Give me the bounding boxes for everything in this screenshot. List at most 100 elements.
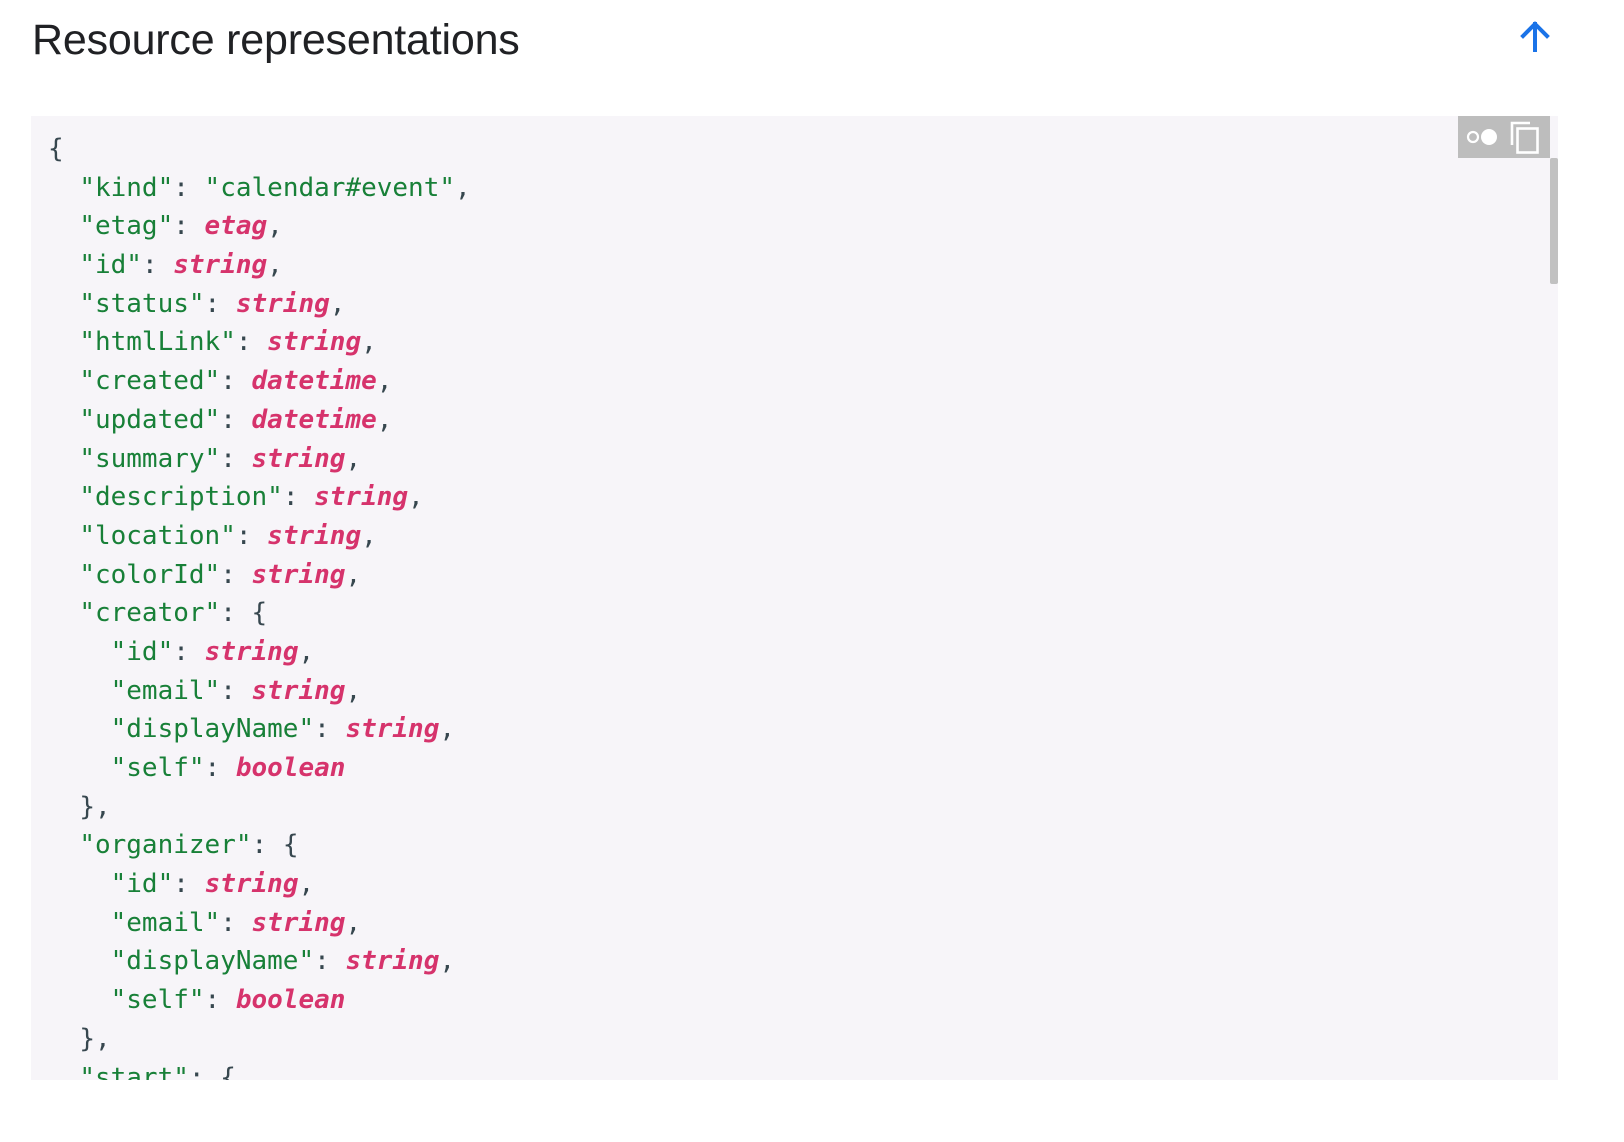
scrollbar-thumb[interactable] <box>1550 158 1558 284</box>
json-type-placeholder: boolean <box>235 753 346 783</box>
json-key: "self" <box>110 753 205 783</box>
json-colon: : <box>220 404 252 435</box>
json-key: "description" <box>79 482 283 513</box>
json-type-placeholder: string <box>235 288 330 319</box>
json-colon: : <box>220 559 252 590</box>
json-type-placeholder: datetime <box>251 404 377 435</box>
json-key: "kind" <box>79 172 174 203</box>
code-line: "updated": datetime, <box>48 401 1558 440</box>
json-type-placeholder: string <box>314 482 409 513</box>
json-comma: , <box>345 559 362 590</box>
json-key: "start" <box>79 1062 189 1081</box>
json-key: "id" <box>110 869 174 900</box>
json-key: "summary" <box>79 443 221 474</box>
page-title: Resource representations <box>32 16 520 64</box>
code-line: "created": datetime, <box>48 362 1558 401</box>
json-type-placeholder: string <box>204 869 299 900</box>
json-colon: : <box>282 482 315 513</box>
json-type-placeholder: string <box>251 907 346 938</box>
json-type-placeholder: string <box>251 675 346 706</box>
json-open-brace: { <box>220 1062 236 1081</box>
json-comma: , <box>267 211 283 242</box>
json-brace: }, <box>79 791 111 822</box>
json-colon: : <box>173 172 205 203</box>
code-line: "id": string, <box>48 246 1558 285</box>
code-line: "description": string, <box>48 478 1558 517</box>
json-comma: , <box>267 250 283 281</box>
code-line: "self": boolean <box>48 981 1558 1020</box>
code-line: "displayName": string, <box>48 942 1558 981</box>
json-open-brace: { <box>251 598 268 629</box>
json-colon: : <box>141 250 174 281</box>
code-block[interactable]: { "kind": "calendar#event", "etag": etag… <box>31 116 1558 1080</box>
code-line: "start": { <box>48 1059 1558 1081</box>
json-colon: : <box>220 675 252 706</box>
json-colon: : <box>188 1062 221 1081</box>
json-key: "updated" <box>79 404 221 435</box>
json-comma: , <box>439 714 456 745</box>
json-comma: , <box>345 675 362 706</box>
json-comma: , <box>298 869 315 900</box>
code-line: "email": string, <box>48 672 1558 711</box>
json-colon: : <box>220 907 252 938</box>
code-line: "location": string, <box>48 517 1558 556</box>
json-key: "email" <box>110 675 221 706</box>
json-colon: : <box>204 985 236 1016</box>
code-line: "displayName": string, <box>48 710 1558 749</box>
json-key: "location" <box>79 520 236 551</box>
json-comma: , <box>361 520 377 551</box>
json-comma: , <box>345 907 362 938</box>
copy-icon[interactable] <box>1505 119 1545 155</box>
json-type-placeholder: datetime <box>251 366 377 397</box>
json-key: "colorId" <box>79 559 221 590</box>
json-key: "displayName" <box>110 946 315 977</box>
json-key: "displayName" <box>110 714 315 745</box>
json-comma: , <box>408 482 424 513</box>
code-line: "summary": string, <box>48 440 1558 479</box>
json-string-value: "calendar#event" <box>204 172 455 203</box>
json-colon: : <box>314 946 346 977</box>
code-line: "kind": "calendar#event", <box>48 169 1558 208</box>
code-line: "email": string, <box>48 904 1558 943</box>
code-line: }, <box>48 788 1558 827</box>
json-type-placeholder: string <box>251 559 346 590</box>
json-type-placeholder: string <box>204 636 299 667</box>
arrow-upward-icon[interactable] <box>1514 16 1556 58</box>
code-listing: { "kind": "calendar#event", "etag": etag… <box>31 116 1558 1080</box>
json-key: "etag" <box>79 211 174 242</box>
code-line: "id": string, <box>48 633 1558 672</box>
json-key: "organizer" <box>79 830 252 861</box>
json-comma: , <box>329 288 346 319</box>
json-type-placeholder: string <box>345 714 440 745</box>
json-key: "id" <box>79 250 142 281</box>
json-colon: : <box>173 636 205 667</box>
json-colon: : <box>235 520 268 551</box>
json-colon: : <box>204 288 236 319</box>
json-type-placeholder: string <box>173 250 268 281</box>
dark-mode-toggle-icon[interactable] <box>1463 119 1503 155</box>
json-colon: : <box>220 366 252 397</box>
code-line: "id": string, <box>48 865 1558 904</box>
json-comma: , <box>376 366 393 397</box>
json-type-placeholder: etag <box>204 211 268 242</box>
code-line: "htmlLink": string, <box>48 323 1558 362</box>
code-line: { <box>48 130 1558 169</box>
json-colon: : <box>173 211 205 242</box>
scrollbar[interactable] <box>1550 158 1558 1080</box>
json-colon: : <box>251 830 283 861</box>
json-colon: : <box>220 598 252 629</box>
json-brace: }, <box>79 1023 111 1054</box>
json-key: "htmlLink" <box>79 327 236 358</box>
json-type-placeholder: string <box>251 443 346 474</box>
json-key: "creator" <box>79 598 221 629</box>
code-line: "colorId": string, <box>48 556 1558 595</box>
code-toolbar <box>1458 116 1550 158</box>
code-line: }, <box>48 1020 1558 1059</box>
json-comma: , <box>455 172 471 203</box>
json-type-placeholder: string <box>267 520 362 551</box>
json-colon: : <box>314 714 346 745</box>
code-line: "status": string, <box>48 285 1558 324</box>
json-comma: , <box>439 946 456 977</box>
json-brace: { <box>48 134 64 164</box>
